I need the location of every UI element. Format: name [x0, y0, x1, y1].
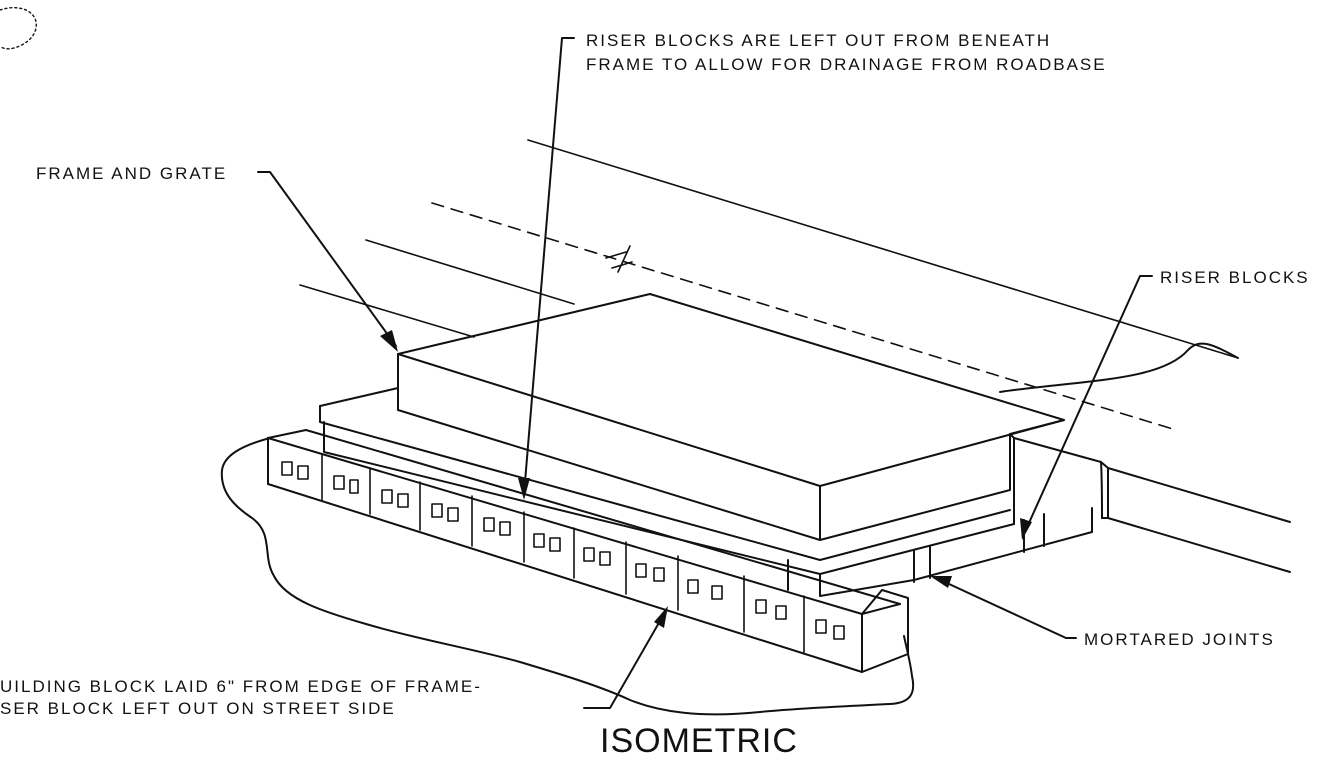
block-core-holes — [281, 461, 845, 640]
curb-bottom-line — [1107, 517, 1291, 573]
frame-and-grate-label: FRAME AND GRATE — [36, 164, 227, 183]
grate-top-face — [397, 293, 1065, 487]
building-block-label-line1: UILDING BLOCK LAID 6" FROM EDGE OF FRAME… — [0, 677, 482, 696]
curb-gutter — [999, 342, 1291, 573]
block-row-face-top — [267, 437, 901, 615]
road-far-edge — [527, 139, 1239, 359]
leaders — [257, 37, 1153, 709]
road-centerline — [431, 202, 1177, 431]
gutter-profile — [999, 342, 1239, 393]
riser-lower-edge — [819, 531, 1093, 597]
leader-mortared-joints — [935, 577, 1077, 639]
leader-frame-and-grate — [257, 171, 397, 347]
arrow-drainage-note — [518, 478, 530, 500]
centerline-symbol — [605, 245, 633, 273]
flange-front-top — [319, 405, 1011, 561]
mortared-joints-label: MORTARED JOINTS — [1084, 630, 1275, 649]
arrow-riser-blocks — [1020, 518, 1032, 540]
building-block-label-line2: SER BLOCK LEFT OUT ON STREET SIDE — [0, 699, 396, 718]
drainage-note-line1: RISER BLOCKS ARE LEFT OUT FROM BENEATH — [586, 31, 1051, 50]
flange-front-bottom — [323, 421, 1015, 575]
leader-building-block — [583, 613, 665, 709]
view-title: ISOMETRIC — [600, 722, 798, 760]
block-joints — [321, 453, 805, 653]
riser-blocks-side — [787, 507, 1093, 597]
curb-face — [1013, 437, 1103, 519]
road-edge-upper — [365, 239, 575, 305]
block-row-top — [267, 429, 901, 605]
leader-drainage-note — [523, 37, 575, 495]
riser-blocks-label: RISER BLOCKS — [1160, 268, 1310, 287]
grate-left-face — [397, 353, 821, 541]
flange-right-drop — [1009, 433, 1015, 525]
road-edge-lower — [299, 284, 475, 338]
flange-top-edge — [319, 387, 399, 407]
block-row-face-bottom — [267, 483, 863, 673]
frame-and-grate — [397, 293, 1065, 541]
arrow-frame-and-grate — [380, 330, 398, 352]
building-block-row — [267, 429, 909, 673]
drainage-note-line2: FRAME TO ALLOW FOR DRAINAGE FROM ROADBAS… — [586, 55, 1107, 74]
arrow-mortared-joints — [930, 576, 952, 588]
road-lines — [299, 139, 1239, 431]
curb-end — [1100, 461, 1109, 519]
corner-scribble — [0, 6, 37, 50]
leader-riser-blocks — [1023, 275, 1153, 535]
grate-right-face — [819, 419, 1065, 541]
frame-flange — [319, 387, 1015, 575]
roadbase-outline — [220, 437, 915, 716]
curb-top-line — [1107, 467, 1291, 523]
block-row-right-end — [861, 589, 909, 673]
arrow-building-block — [654, 606, 668, 628]
